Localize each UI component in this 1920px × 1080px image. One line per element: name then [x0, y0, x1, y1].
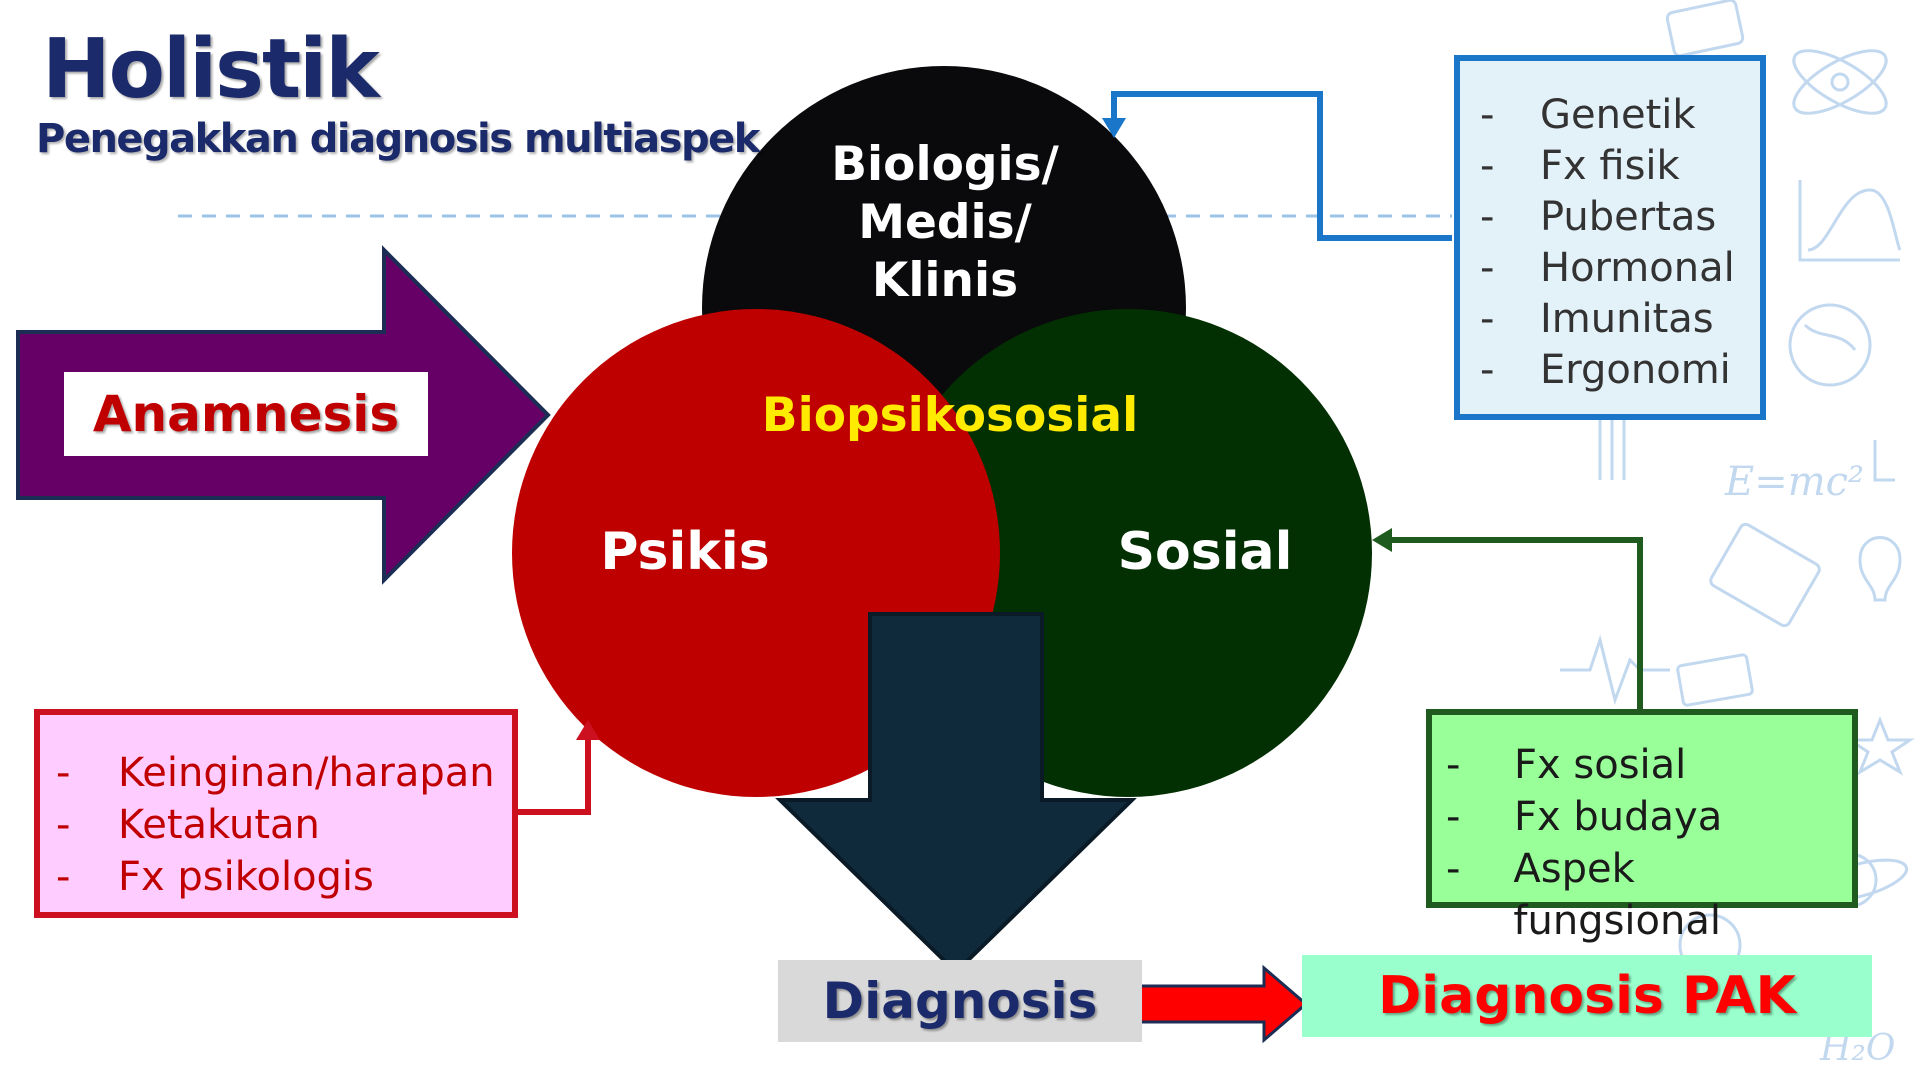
list-dash: -: [56, 854, 71, 900]
list-item: - Fx sosial: [1446, 739, 1852, 791]
list-dash: -: [56, 802, 71, 848]
list-item-text: Genetik: [1540, 92, 1696, 138]
diagnosis-pak-label: Diagnosis PAK: [1378, 966, 1796, 1026]
list-dash: -: [1446, 794, 1461, 840]
list-dash: -: [1480, 347, 1495, 393]
list-item: - Fx psikologis: [56, 851, 512, 903]
bio-connector-line: [1111, 91, 1452, 241]
biologis-factors-box: -Genetik -Fx fisik -Pubertas -Hormonal -…: [1454, 55, 1766, 420]
svg-text:E=mc²: E=mc²: [1724, 459, 1864, 505]
list-dash: -: [1480, 194, 1495, 240]
list-item-text: Keinginan/harapan: [118, 750, 495, 796]
list-item-text: Pubertas: [1540, 194, 1717, 240]
sosial-label: Sosial: [1117, 522, 1293, 582]
list-item: - Aspek fungsional: [1446, 843, 1852, 947]
page-title: Holistik: [42, 22, 380, 117]
diagnosis-box: Diagnosis: [778, 960, 1142, 1042]
list-dash: -: [1446, 742, 1461, 788]
list-dash: -: [1446, 846, 1461, 892]
sos-connector-line: [1388, 537, 1643, 709]
psikis-factors-list: - Keinginan/harapan - Ketakutan - Fx psikol…: [56, 747, 512, 903]
biopsikososial-label: Biopsikososial: [761, 388, 1139, 443]
pak-arrow: [1134, 964, 1309, 1044]
psi-connector-line: [518, 736, 591, 815]
psikis-label: Psikis: [600, 522, 770, 582]
list-item: - Keinginan/harapan: [56, 747, 512, 799]
list-item: -Imunitas: [1480, 294, 1760, 345]
sosial-factors-box: - Fx sosial - Fx budaya - Aspek fungsional: [1426, 709, 1858, 944]
decorative-doodles: E=mc² H₂O: [1560, 0, 1915, 1069]
list-item: -Pubertas: [1480, 192, 1760, 243]
diagnosis-down-arrow: [775, 612, 1137, 975]
list-item-text: Ergonomi: [1540, 347, 1731, 393]
page-subtitle: Penegakkan diagnosis multiaspek: [36, 116, 760, 162]
psi-connector-arrowhead: [576, 720, 600, 740]
list-item-text: Hormonal: [1540, 245, 1735, 291]
diagnosis-label: Diagnosis: [822, 972, 1098, 1030]
list-item-text: Ketakutan: [118, 802, 320, 848]
anamnesis-label: Anamnesis: [92, 385, 400, 443]
anamnesis-box: Anamnesis: [64, 372, 428, 456]
sos-connector-arrowhead: [1372, 528, 1392, 552]
sosial-factors-list: - Fx sosial - Fx budaya - Aspek fungsional: [1446, 739, 1852, 947]
list-item: - Fx budaya: [1446, 791, 1852, 843]
list-dash: -: [1480, 143, 1495, 189]
list-item-text: Fx fisik: [1540, 143, 1680, 189]
list-item: -Ergonomi: [1480, 345, 1760, 396]
list-item: -Fx fisik: [1480, 141, 1760, 192]
list-dash: -: [1480, 245, 1495, 291]
list-item-text: Fx sosial: [1514, 742, 1687, 788]
list-item-text: Imunitas: [1540, 296, 1714, 342]
list-item-text: Fx budaya: [1514, 794, 1723, 840]
biologis-factors-list: -Genetik -Fx fisik -Pubertas -Hormonal -…: [1480, 90, 1760, 396]
list-item-text: Aspek fungsional: [1513, 846, 1721, 944]
list-item: -Hormonal: [1480, 243, 1760, 294]
list-item-text: Fx psikologis: [118, 854, 374, 900]
diagnosis-pak-box: Diagnosis PAK: [1302, 955, 1872, 1037]
list-dash: -: [56, 750, 71, 796]
biologis-label: Biologis/Medis/Klinis: [831, 137, 1059, 308]
list-item: - Ketakutan: [56, 799, 512, 851]
list-dash: -: [1480, 92, 1495, 138]
bio-connector-arrowhead: [1102, 118, 1126, 138]
list-item: -Genetik: [1480, 90, 1760, 141]
psikis-factors-box: - Keinginan/harapan - Ketakutan - Fx psikol…: [34, 709, 518, 918]
list-dash: -: [1480, 296, 1495, 342]
